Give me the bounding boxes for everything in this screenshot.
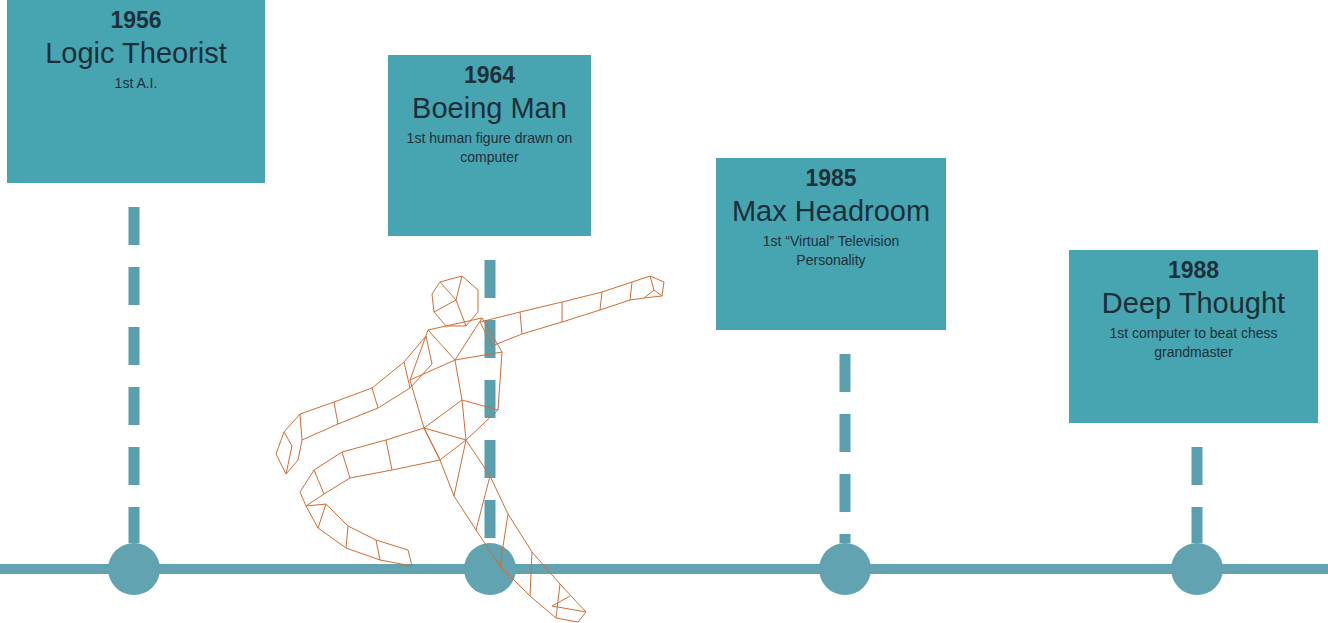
event-note: 1st computer to beat chess grandmaster	[1094, 324, 1294, 362]
timeline-box: 1964Boeing Man 1st human figure drawn on …	[388, 55, 591, 236]
event-note: 1st A.I.	[26, 74, 246, 93]
year-label: 1964	[398, 61, 581, 89]
event-note: 1st “Virtual” Television Personality	[736, 232, 926, 270]
axis-dot	[1171, 543, 1223, 595]
dash-leader	[840, 354, 851, 543]
dash-leaders	[134, 207, 1197, 543]
timeline-box: 1956Logic Theorist 1st A.I.	[7, 0, 265, 183]
axis-dot	[108, 543, 160, 595]
timeline-box: 1985Max Headroom 1st “Virtual” Television…	[716, 158, 946, 330]
event-title: Max Headroom	[726, 194, 936, 228]
dash-leader	[1192, 447, 1203, 543]
dash-leader	[129, 207, 140, 543]
timeline-box: 1988Deep Thought 1st computer to beat che…	[1069, 250, 1318, 423]
dash-leader	[485, 260, 496, 543]
year-label: 1956	[17, 6, 255, 34]
event-title: Deep Thought	[1079, 286, 1308, 320]
year-label: 1988	[1079, 256, 1308, 284]
axis-line	[0, 564, 1328, 574]
year-label: 1985	[726, 164, 936, 192]
event-note: 1st human figure drawn on computer	[398, 129, 581, 167]
event-title: Logic Theorist	[17, 36, 255, 70]
axis-dot	[819, 543, 871, 595]
event-title: Boeing Man	[398, 91, 581, 125]
